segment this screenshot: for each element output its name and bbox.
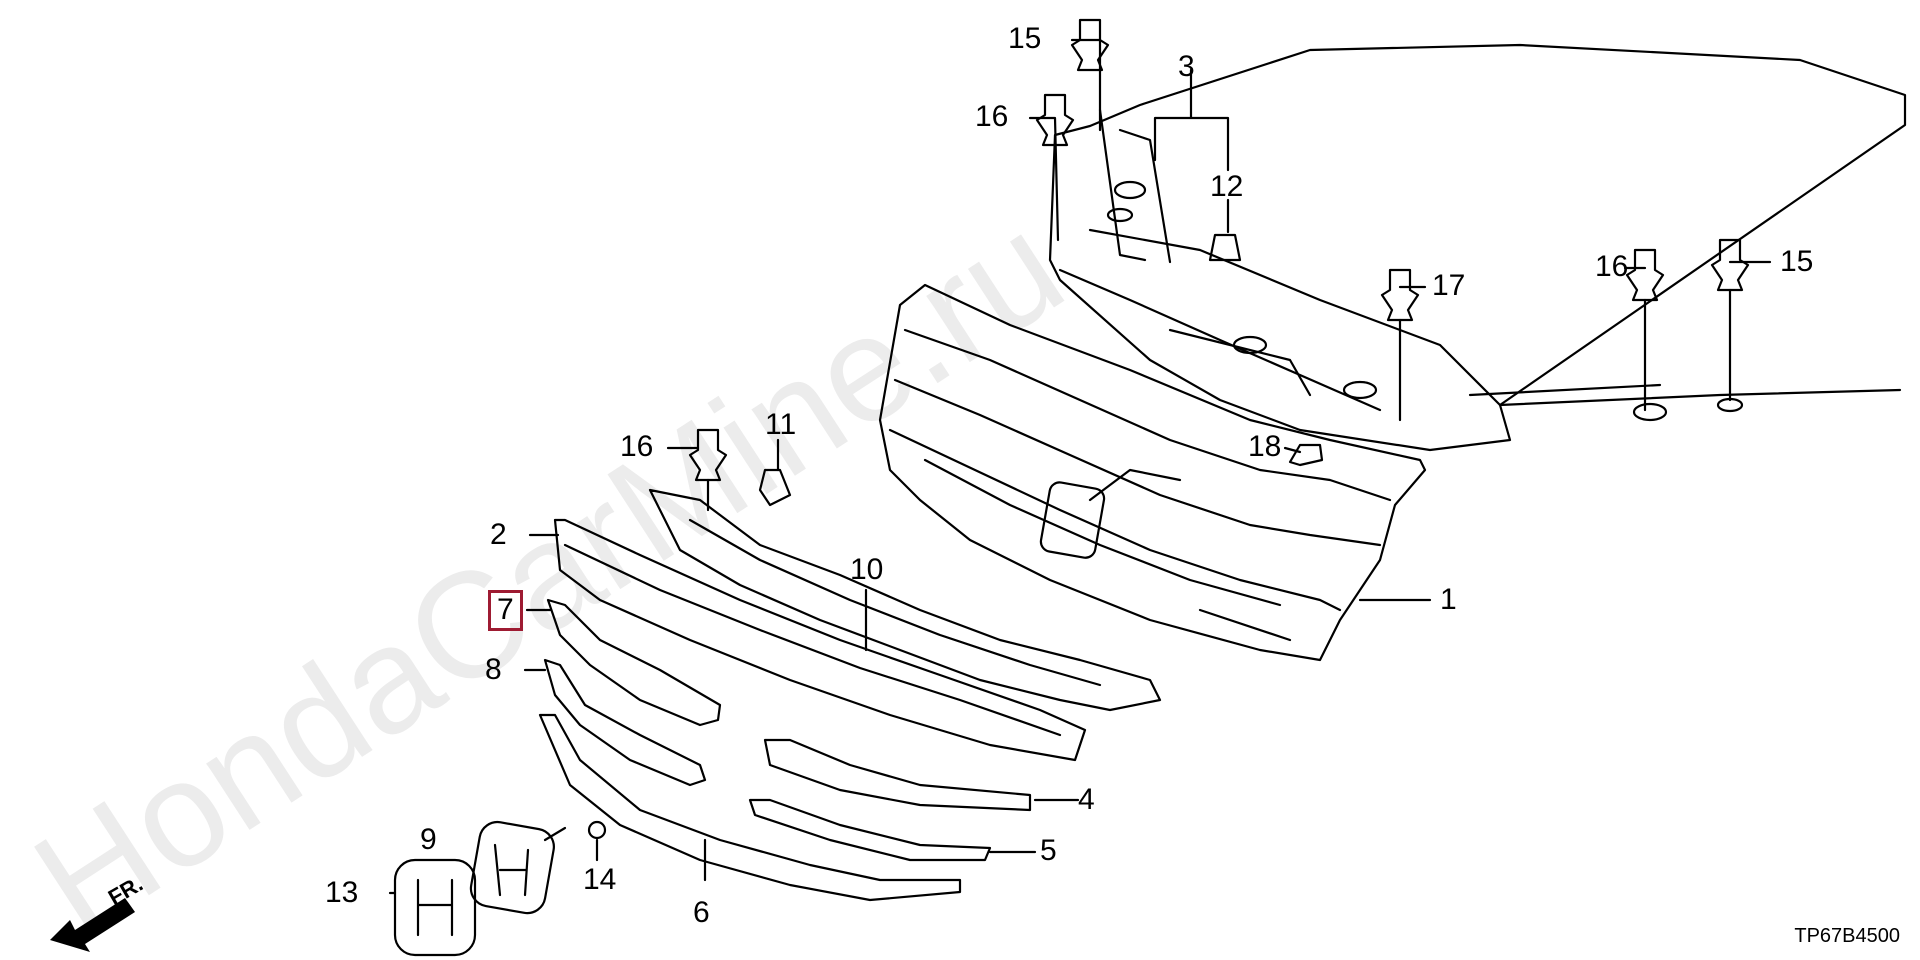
clip-16b xyxy=(1625,248,1665,302)
clip-15b xyxy=(1710,238,1750,292)
callout-15-right[interactable]: 15 xyxy=(1780,245,1814,278)
callout-11[interactable]: 11 xyxy=(765,408,797,441)
callout-18[interactable]: 18 xyxy=(1248,430,1282,463)
callout-16-top[interactable]: 16 xyxy=(975,100,1009,133)
molding-8 xyxy=(543,658,707,787)
callout-17[interactable]: 17 xyxy=(1432,269,1466,302)
callout-12[interactable]: 12 xyxy=(1210,170,1244,203)
nut-14 xyxy=(587,820,607,840)
grille-cover xyxy=(553,518,1087,762)
callout-8[interactable]: 8 xyxy=(485,653,502,686)
emblem-9 xyxy=(469,820,555,915)
diagram-code: TP67B4500 xyxy=(1794,925,1900,947)
callout-16-right[interactable]: 16 xyxy=(1595,250,1629,283)
clip-16c xyxy=(688,428,728,482)
molding-4 xyxy=(763,738,1032,812)
clip-17 xyxy=(1380,268,1420,322)
callout-15-top[interactable]: 15 xyxy=(1008,22,1042,55)
molding-6 xyxy=(538,713,962,902)
clip-12 xyxy=(1208,233,1242,262)
callout-9[interactable]: 9 xyxy=(420,823,437,856)
callout-2[interactable]: 2 xyxy=(490,518,507,551)
callout-7-highlighted[interactable]: 7 xyxy=(488,590,523,631)
callout-6[interactable]: 6 xyxy=(693,896,710,929)
front-grille xyxy=(878,283,1427,662)
molding-5 xyxy=(748,798,992,862)
callout-16-left[interactable]: 16 xyxy=(620,430,654,463)
callout-4[interactable]: 4 xyxy=(1078,783,1095,816)
front-direction-arrow xyxy=(50,898,135,952)
callout-13[interactable]: 13 xyxy=(325,876,359,909)
molding-7 xyxy=(546,598,722,727)
watermark: HondaCarMine.ru xyxy=(6,181,1090,960)
callout-10[interactable]: 10 xyxy=(850,553,884,586)
callout-5[interactable]: 5 xyxy=(1040,834,1057,867)
callout-14[interactable]: 14 xyxy=(583,863,617,896)
clip-15a xyxy=(1070,18,1110,72)
screw-18 xyxy=(1288,443,1324,467)
emblem-13 xyxy=(393,858,477,957)
callout-3[interactable]: 3 xyxy=(1178,50,1195,83)
callout-1[interactable]: 1 xyxy=(1440,583,1457,616)
reinforcement xyxy=(648,488,1162,712)
